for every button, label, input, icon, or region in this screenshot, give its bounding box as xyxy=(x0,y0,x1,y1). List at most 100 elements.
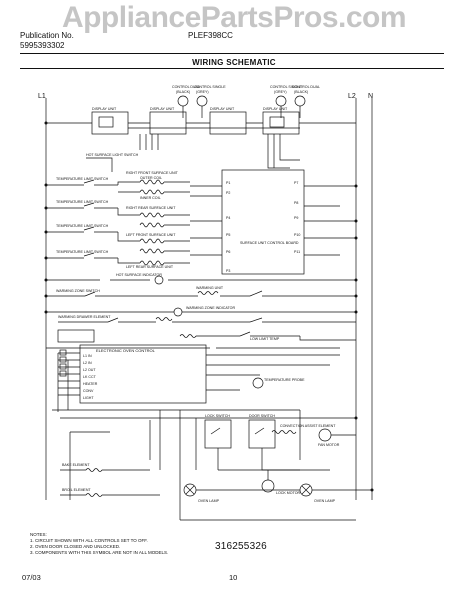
board-pin-label: P5 xyxy=(226,233,230,237)
warming-drawer-element-label: WARMING DRAWER ELEMENT xyxy=(58,315,111,319)
rf-element-label: RIGHT FRONT SURFACE UNIT xyxy=(126,171,179,175)
display-unit-1-label: DISPLAY UNIT xyxy=(92,107,117,111)
drawer-bracket xyxy=(57,329,95,343)
watermark: AppliancePartsPros.com xyxy=(61,1,407,34)
junction-dots xyxy=(44,121,374,492)
oven-lamp-label-1: OVEN LAMP xyxy=(198,499,220,503)
warming-unit-label: WARMING UNIT xyxy=(196,286,224,290)
footer-page-number: 10 xyxy=(229,573,238,582)
grey-label-2: (GREY) xyxy=(274,90,287,94)
control-dual-label-1: CONTROL DUAL xyxy=(172,85,200,89)
control-knob-4 xyxy=(294,95,306,107)
hot-surface-light-switch-label: HOT SURFACE LIGHT SWITCH xyxy=(86,153,139,157)
door-switch-box xyxy=(248,419,276,449)
bake-element-label: BAKE ELEMENT xyxy=(62,463,90,467)
lock-motor-symbol xyxy=(261,479,275,493)
n-label: N xyxy=(368,93,373,100)
electronic-oven-control-label: ELECTRONIC OVEN CONTROL xyxy=(96,348,156,353)
door-switch-label: DOOR SWITCH xyxy=(249,414,275,418)
hot-surface-indicator-label: HOT SURFACE INDICATOR xyxy=(116,273,162,277)
surface-control-board-label: SURFACE UNIT CONTROL BOARD xyxy=(240,241,299,245)
title-rule xyxy=(20,68,444,69)
note-1: 1. CIRCUIT SHOWN WITH ALL CONTROLS SET T… xyxy=(30,538,148,543)
control-knob-1 xyxy=(177,95,189,107)
low-limit-label: LOW LIMIT TEMP xyxy=(250,337,280,341)
display-unit-4-label: DISPLAY UNIT xyxy=(263,107,288,111)
eoc-pin-label: L2 IN xyxy=(83,361,92,365)
display-unit-3-label: DISPLAY UNIT xyxy=(210,107,235,111)
display-unit-1-box xyxy=(91,111,129,135)
electronic-oven-control-box xyxy=(79,344,207,404)
hot-surface-indicator-lamp xyxy=(154,275,164,285)
eoc-pin-label: CONV xyxy=(83,389,94,393)
notes-block: NOTES: 1. CIRCUIT SHOWN WITH ALL CONTROL… xyxy=(30,532,168,556)
board-pin-label: P10 xyxy=(294,233,300,237)
rr-inner-coil xyxy=(139,222,165,228)
rr-outer-coil xyxy=(139,212,165,218)
broil-element-label: BROIL ELEMENT xyxy=(62,488,91,492)
temp-limit-label-3: TEMPERATURE LIMIT SWITCH xyxy=(56,224,109,228)
board-pin-label: P6 xyxy=(226,250,230,254)
board-pin-label: P2 xyxy=(226,191,230,195)
eoc-pin-label: L2 OUT xyxy=(83,368,96,372)
oven-lamp-label-2: OVEN LAMP xyxy=(314,499,336,503)
lf-element-label: LEFT FRONT SURFACE UNIT xyxy=(126,233,176,237)
fan-motor-label: FAN MOTOR xyxy=(318,443,340,447)
l2-label: L2 xyxy=(348,93,356,100)
lf-inner-coil xyxy=(139,248,165,254)
board-pin-label: P3 xyxy=(226,269,230,273)
eoc-pin-label: LK CCT xyxy=(83,375,97,379)
black-label-1: (BLACK) xyxy=(176,90,190,94)
temperature-probe-label: TEMPERATURE PROBE xyxy=(264,378,305,382)
control-knob-2 xyxy=(196,95,208,107)
lr-coil xyxy=(139,260,165,266)
display-unit-2-label: DISPLAY UNIT xyxy=(150,107,175,111)
board-pin-label: P7 xyxy=(294,181,298,185)
eoc-pin-label: LIGHT xyxy=(83,396,94,400)
warming-zone-switch-label: WARMING ZONE SWITCH xyxy=(56,289,100,293)
control-dual-label-2: CONTROL DUAL xyxy=(292,85,320,89)
board-pin-label: P8 xyxy=(294,201,298,205)
rf-outer-coil xyxy=(139,179,165,185)
display-unit-3-box xyxy=(209,111,247,135)
fan-motor-symbol xyxy=(318,428,332,442)
header-rule xyxy=(20,53,444,54)
bake-element-coil xyxy=(85,468,103,472)
control-single-label-2: CONTROL SINGLE xyxy=(270,85,302,89)
warming-zone-indicator-label: WARMING ZONE INDICATOR xyxy=(186,306,235,310)
lr-element-label: LEFT REAR SURFACE UNIT xyxy=(126,265,174,269)
publication-number: 5995393302 xyxy=(20,41,65,50)
inner-coil-label-1: INNER COIL xyxy=(140,196,161,200)
temp-limit-label-2: TEMPERATURE LIMIT SWITCH xyxy=(56,200,109,204)
outer-coil-label-1: OUTER COIL xyxy=(140,176,162,180)
control-knob-3 xyxy=(275,95,287,107)
control-single-label-1: CONTROL SINGLE xyxy=(194,85,226,89)
broil-element-coil xyxy=(85,493,103,497)
lock-motor-label: LOCK MOTOR xyxy=(276,491,300,495)
warming-unit-coil xyxy=(197,291,219,295)
notes-heading: NOTES: xyxy=(30,532,47,537)
black-label-2: (BLACK) xyxy=(294,90,308,94)
footer-date: 07/03 xyxy=(22,573,41,582)
note-2: 2. OVEN DOOR CLOSED AND UNLOCKED. xyxy=(30,544,121,549)
lock-switch-label: LOCK SWITCH xyxy=(205,414,230,418)
temp-limit-label-4: TEMPERATURE LIMIT SWITCH xyxy=(56,250,109,254)
document-number: 316255326 xyxy=(215,541,267,552)
eoc-pin-label: L1 IN xyxy=(83,354,92,358)
lock-switch-box xyxy=(204,419,232,449)
board-pin-label: P9 xyxy=(294,216,298,220)
board-pin-label: P4 xyxy=(226,216,230,220)
board-pin-label: P11 xyxy=(294,250,300,254)
page-title: WIRING SCHEMATIC xyxy=(192,58,276,67)
display-unit-2-box xyxy=(149,111,187,135)
note-3: 3. COMPONENTS WITH THIS SYMBOL ARE NOT I… xyxy=(30,550,169,555)
temp-limit-label-1: TEMPERATURE LIMIT SWITCH xyxy=(56,177,109,181)
warming-zone-indicator-lamp xyxy=(173,307,183,317)
convection-coil xyxy=(271,430,297,434)
rr-element-label: RIGHT REAR SURFACE UNIT xyxy=(126,206,176,210)
surface-control-board xyxy=(221,169,305,275)
